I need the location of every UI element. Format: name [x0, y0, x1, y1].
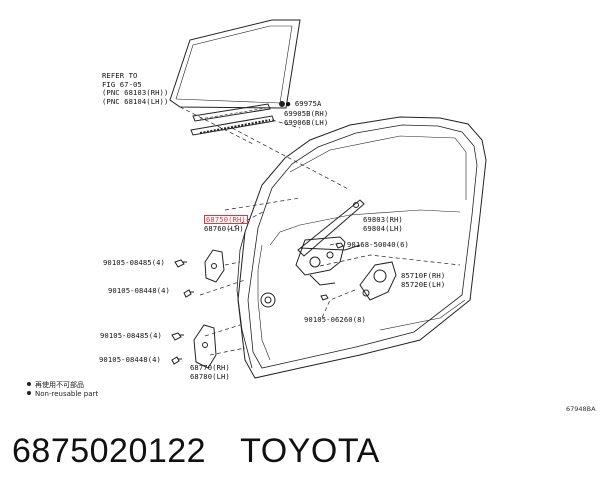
clip-69975a — [279, 101, 285, 107]
lower-hinge — [193, 324, 217, 369]
label-68770: 68770(RH) — [190, 363, 230, 372]
door-glass — [169, 19, 301, 109]
legend-item-jp: 再使用不可部品 — [27, 380, 84, 390]
upper-hinge — [204, 249, 225, 283]
brand-name: TOYOTA — [240, 432, 380, 470]
rear-door-panel — [236, 116, 487, 379]
refer-note-line: (PNC 68103(RH)) — [102, 88, 169, 98]
figure-code: 67948BA — [566, 405, 596, 413]
label-69804: 69804(LH) — [363, 224, 403, 233]
label-90105-06260: 90105-06260(8) — [304, 315, 366, 324]
label-90168-50040: 90168-50040(6) — [347, 240, 409, 249]
legend-text: Non-reusable part — [35, 390, 99, 398]
label-69975a: ● 69975A — [286, 99, 322, 108]
bullet-icon — [27, 391, 31, 395]
label-69905b: 69905B(RH) — [284, 109, 329, 118]
legend-item-en: Non-reusable part — [27, 390, 98, 398]
refer-note-line: REFER TO — [102, 71, 138, 80]
window-regulator — [295, 199, 365, 286]
refer-note-line: FIG 67-05 — [102, 79, 142, 89]
footer-caption: 6875020122 TOYOTA — [12, 432, 414, 471]
label-68780: 68780(LH) — [190, 372, 230, 381]
bolts — [171, 242, 344, 365]
label-69906b: 69906B(LH) — [284, 118, 329, 127]
part-number-text: 69975A — [294, 99, 322, 108]
belt-weatherstrips — [190, 103, 275, 136]
label-68750-highlighted: 68750(RH) — [204, 215, 248, 225]
label-69803: 69803(RH) — [363, 215, 403, 224]
diagram-drawing — [169, 19, 487, 379]
label-68760: 68760(LH) — [204, 224, 244, 233]
refer-note: REFER TO FIG 67-05 (PNC 68103(RH)) (PNC … — [102, 71, 169, 106]
legend-text: 再使用不可部品 — [35, 381, 84, 389]
label-85720e: 85720E(LH) — [401, 280, 446, 289]
label-85710f: 85710F(RH) — [401, 271, 446, 280]
bullet-icon — [27, 382, 31, 386]
label-90105-08448-lower: 90105-08448(4) — [99, 355, 161, 364]
label-90105-08448-upper: 90105-08448(4) — [108, 286, 170, 295]
parts-diagram: REFER TO FIG 67-05 (PNC 68103(RH)) (PNC … — [27, 19, 596, 413]
part-number: 6875020122 — [12, 432, 207, 470]
leader-lines — [179, 106, 461, 356]
label-90105-08485-lower: 90105-08485(4) — [100, 331, 162, 340]
regulator-motor — [359, 261, 397, 301]
refer-note-line: (PNC 68104(LH)) — [102, 96, 169, 106]
label-90105-08485-upper: 90105-08485(4) — [103, 258, 165, 267]
highlighted-part-number: 68750(RH) — [204, 215, 248, 224]
